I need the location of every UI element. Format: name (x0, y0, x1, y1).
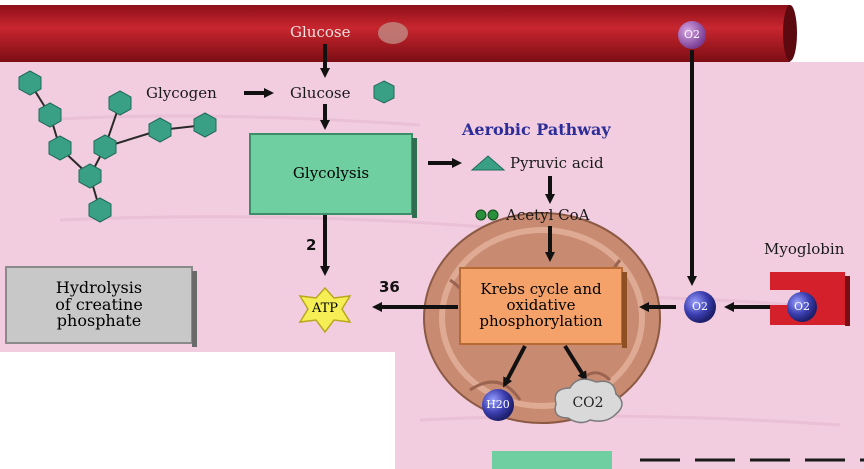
o2-cell-text: O2 (691, 300, 709, 314)
krebs-yield: 36 (379, 278, 400, 296)
acetyl-coa-icon (475, 209, 499, 221)
glycolysis-label: Glycolysis (292, 164, 370, 183)
krebs-label: Krebs cycle and oxidative phosphorylatio… (479, 280, 603, 330)
co2-text: CO2 (572, 394, 604, 411)
krebs-box-bg (459, 267, 623, 345)
atp-star (298, 286, 352, 334)
o2-myoglobin-text: O2 (793, 300, 811, 314)
water-icon (482, 389, 514, 421)
arrows (244, 44, 772, 388)
glycogen-molecule (18, 70, 217, 223)
hydrolysis-label: Hydrolysis of creatine phosphate (55, 277, 143, 331)
acetyl-coa-label: Acetyl CoA (506, 206, 590, 224)
aerobic-pathway-title: Aerobic Pathway (462, 120, 611, 139)
myoglobin-label: Myoglobin (764, 240, 845, 258)
glycolysis-box-bg (249, 133, 413, 215)
o2-blood-icon (678, 21, 706, 49)
muscle-cell-background (0, 62, 864, 469)
o2-cell-icon (684, 291, 716, 323)
co2-cloud (554, 378, 623, 424)
pyruvic-acid-icon (470, 155, 506, 171)
krebs-box-shadow (622, 272, 627, 348)
o2-myoglobin-icon (787, 292, 817, 322)
blood-vessel-opening (783, 5, 797, 61)
glucose-blood-icon (378, 22, 408, 44)
glycolysis-yield: 2 (306, 236, 317, 254)
glycolysis-box-shadow (412, 138, 417, 218)
hydrolysis-box-shadow (192, 271, 197, 347)
glucose-blood-label: Glucose (290, 23, 351, 41)
glycogen-label: Glycogen (146, 84, 217, 102)
o2-blood-text: O2 (683, 28, 701, 42)
glucose-cell-icon (373, 80, 395, 104)
bottom-green-strip (492, 451, 612, 469)
myoglobin-edge (845, 276, 850, 326)
water-text: H20 (486, 398, 510, 412)
pyruvic-acid-label: Pyruvic acid (510, 154, 604, 172)
arrow-krebs-co2 (563, 344, 588, 382)
mitochondrion-inner (439, 227, 645, 409)
atp-label: ATP (311, 301, 339, 317)
glucose-cell-label: Glucose (290, 84, 351, 102)
hydrolysis-box-bg (5, 266, 193, 344)
arrow-krebs-water (503, 345, 527, 388)
cell-texture (39, 114, 851, 427)
